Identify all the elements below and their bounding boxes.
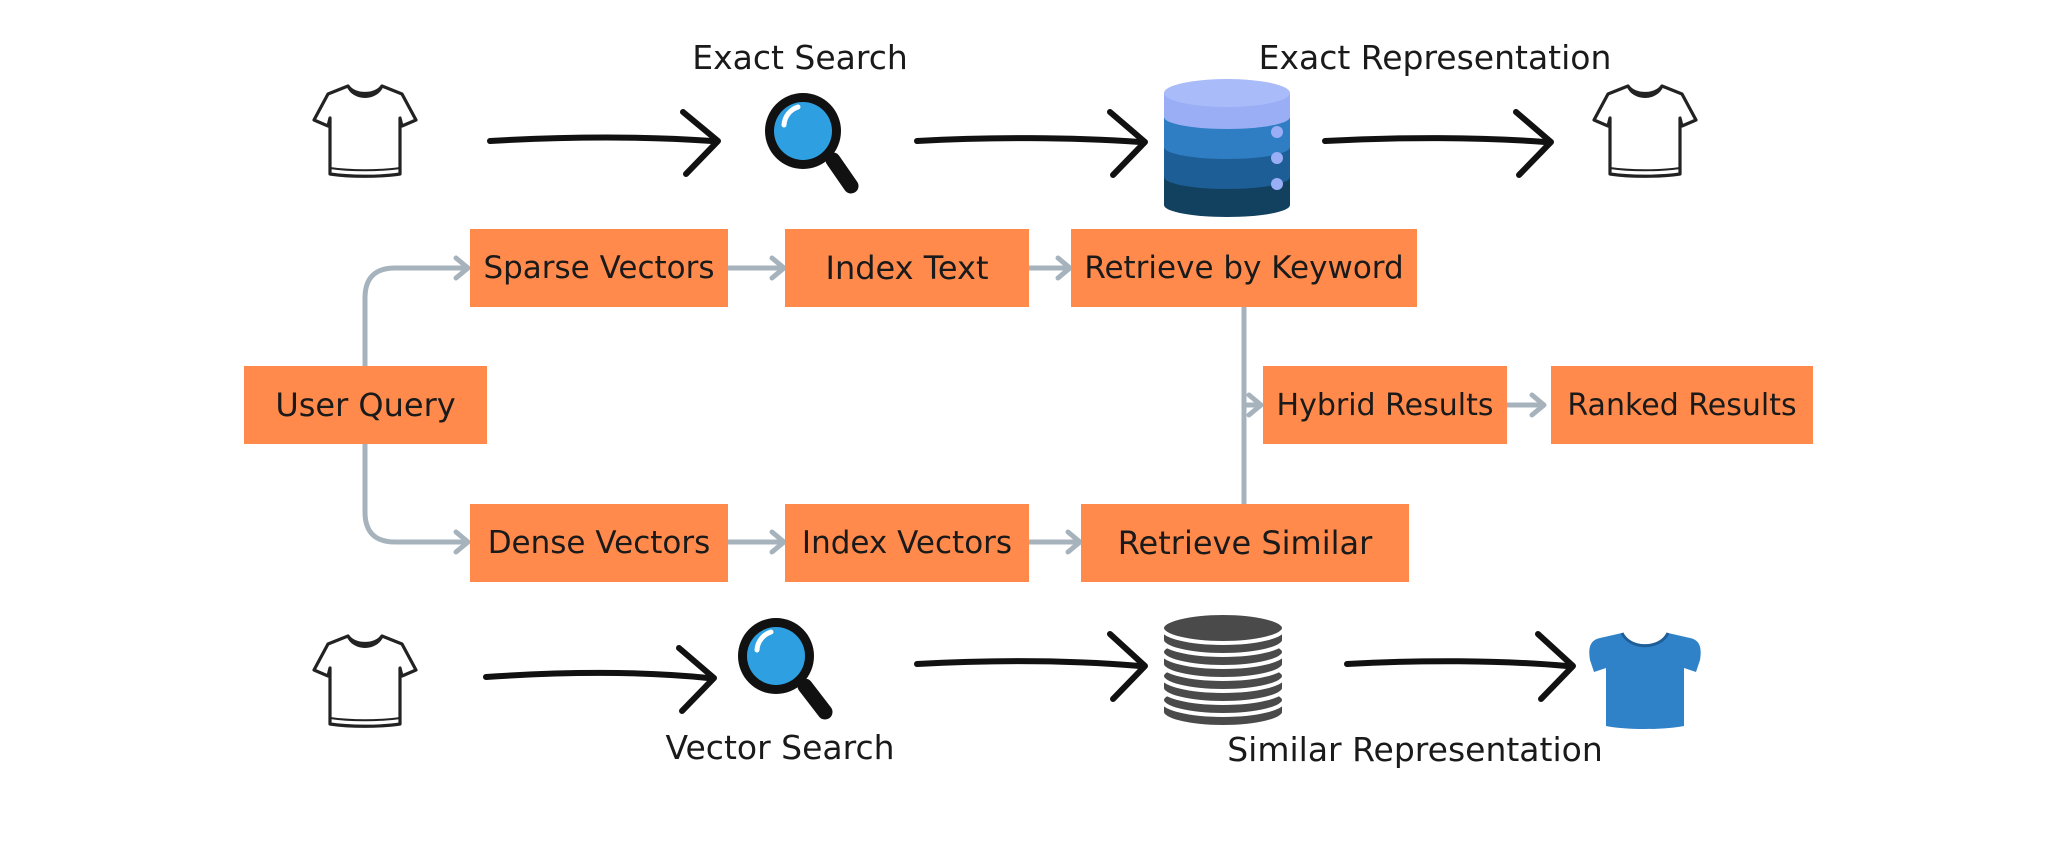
- node-index-vectors: Index Vectors: [801, 525, 1013, 561]
- node-retrieve-similar-box: [1081, 504, 1409, 582]
- arrowhead-icon: [453, 529, 471, 555]
- nodes: [244, 229, 1813, 582]
- node-retrieve-by-keyword-box: [1071, 229, 1417, 307]
- top-arrow-1: [487, 134, 715, 144]
- caption-vector-search: Vector Search: [665, 728, 895, 767]
- top-arrow-3: [1322, 135, 1548, 145]
- arrowhead-icon: [1529, 392, 1547, 418]
- tshirt-outline-icon: [312, 634, 418, 728]
- bottom-arrow-2: [914, 658, 1143, 669]
- tshirt-outline-icon: [312, 84, 418, 178]
- node-hybrid-results-box: [1263, 366, 1507, 444]
- bottom-arrow-3: [1344, 658, 1570, 669]
- node-user-query-box: [244, 366, 487, 444]
- top-arrow-1-head: [680, 109, 721, 177]
- node-dense-vectors-box: [470, 504, 728, 582]
- bottom-arrow-1-head: [676, 645, 717, 714]
- arrowhead-icon: [769, 255, 787, 281]
- bottom-arrow-2-head: [1107, 631, 1148, 702]
- node-dense-vectors: Dense Vectors: [487, 525, 711, 561]
- magnifier-icon: [765, 93, 859, 194]
- connector-arrowheads: [453, 255, 1547, 555]
- node-index-vectors-box: [785, 504, 1029, 582]
- arrowhead-icon: [1246, 392, 1264, 418]
- flow-arrows: [483, 109, 1576, 714]
- caption-similar-representation: Similar Representation: [1227, 730, 1603, 769]
- connectors: [362, 265, 1541, 545]
- caption-exact-search: Exact Search: [692, 38, 908, 77]
- node-retrieve-similar: Retrieve Similar: [1117, 524, 1373, 562]
- magnifier-icon: [738, 618, 833, 720]
- caption-exact-representation: Exact Representation: [1258, 38, 1612, 77]
- node-sparse-vectors-box: [470, 229, 728, 307]
- arrowhead-icon: [453, 255, 471, 281]
- node-user-query: User Query: [275, 386, 456, 424]
- node-sparse-vectors: Sparse Vectors: [483, 250, 715, 286]
- tshirt-outline-icon: [1592, 84, 1698, 178]
- top-arrow-3-head: [1513, 109, 1554, 178]
- node-index-text: Index Text: [825, 249, 989, 287]
- database-stack-icon: [1160, 611, 1286, 729]
- database-icon: [1164, 79, 1290, 217]
- connector-query-to-dense: [362, 441, 465, 545]
- bottom-arrow-1: [483, 670, 711, 681]
- arrowhead-icon: [769, 529, 787, 555]
- top-arrow-2: [914, 135, 1143, 145]
- node-ranked-results-box: [1551, 366, 1813, 444]
- tshirt-filled-icon: [1589, 632, 1701, 729]
- node-hybrid-results: Hybrid Results: [1276, 387, 1494, 423]
- arrowhead-icon: [1065, 529, 1083, 555]
- bottom-arrow-3-head: [1535, 631, 1576, 702]
- node-index-text-box: [785, 229, 1029, 307]
- arrowhead-icon: [1055, 255, 1073, 281]
- top-arrow-2-head: [1107, 109, 1148, 178]
- connector-query-to-sparse: [362, 265, 465, 375]
- node-ranked-results: Ranked Results: [1567, 387, 1797, 423]
- node-retrieve-by-keyword: Retrieve by Keyword: [1084, 250, 1404, 286]
